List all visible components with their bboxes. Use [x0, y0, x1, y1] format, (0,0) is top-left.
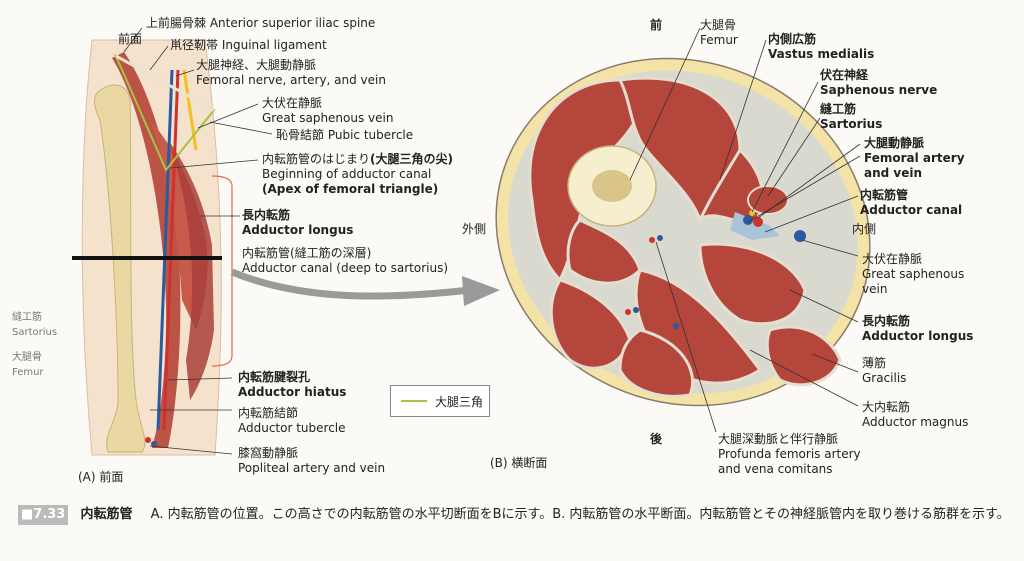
- figure-caption: ■7.33 内転筋管 A. 内転筋管の位置。この高さでの内転筋管の水平切断面をB…: [18, 505, 1018, 525]
- legend-box: 大腿三角: [390, 385, 490, 417]
- caption-number: ■7.33: [18, 505, 69, 525]
- sartorius-b: [747, 185, 789, 215]
- adductor-canal-bracket: [211, 175, 233, 367]
- panel-b-title: (B) 横断面: [490, 456, 548, 470]
- panel-b-cross-section: [495, 27, 871, 433]
- orient-medial: 内側: [852, 222, 877, 236]
- panel-a-top-label: 前面: [118, 32, 143, 46]
- caption-text: A. 内転筋管の位置。この高さでの内転筋管の水平切断面をBに示す。B. 内転筋管…: [150, 507, 1010, 522]
- orient-back: 後: [650, 432, 663, 446]
- label-asis: 上前腸骨棘 Anterior superior iliac spine: [146, 16, 376, 30]
- orient-lateral: 外側: [462, 222, 487, 236]
- gracilis-b: [765, 325, 842, 387]
- vastus-medialis: [698, 147, 765, 227]
- section-arrow: [230, 268, 471, 300]
- orient-front: 前: [650, 18, 663, 32]
- label-canal-deep: 内転筋管(縫工筋の深層)Adductor canal (deep to sart…: [242, 246, 449, 275]
- label-inguinal: 鼡径靭帯 Inguinal ligament: [170, 38, 327, 52]
- section-arrowhead: [462, 276, 500, 306]
- label-pubic: 恥骨結節 Pubic tubercle: [276, 128, 414, 142]
- femur-shape: [93, 84, 146, 453]
- hamstrings-b: [549, 278, 632, 370]
- legend-label: 大腿三角: [435, 395, 484, 409]
- caption-title: 内転筋管: [80, 507, 133, 522]
- adductor-longus-b: [698, 242, 807, 326]
- panel-a-illustration: [72, 27, 273, 456]
- legend-swatch: [401, 400, 427, 402]
- label-canal-start: 内転筋管のはじまり(大腿三角の尖)Beginning of adductor c…: [262, 152, 453, 196]
- panel-a-title: (A) 前面: [78, 470, 124, 484]
